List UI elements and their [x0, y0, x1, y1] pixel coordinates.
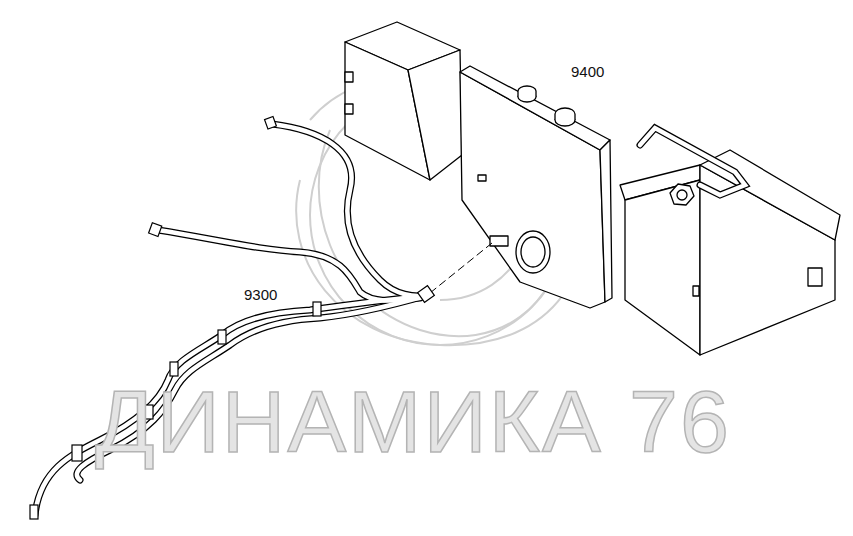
- callout-number: 9300: [244, 287, 277, 302]
- watermark: ДИНАМИКА 76: [95, 378, 731, 466]
- callout-number: 9400: [571, 64, 604, 79]
